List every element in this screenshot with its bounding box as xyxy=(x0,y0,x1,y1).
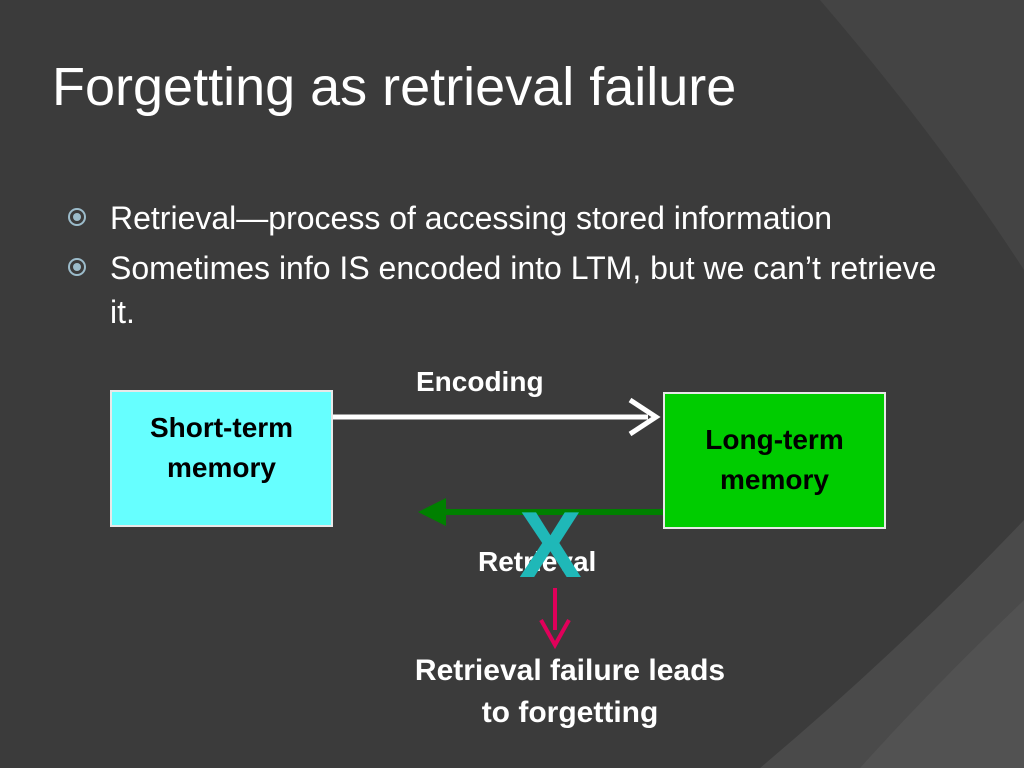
x-mark-icon: X xyxy=(519,492,582,597)
circle-bullet-icon xyxy=(68,208,86,226)
encoding-label: Encoding xyxy=(416,366,544,397)
short-term-memory-box: Short-term memory xyxy=(110,390,333,527)
retrieval-arrow xyxy=(418,498,663,526)
bullet-text: Retrieval—process of accessing stored in… xyxy=(110,200,833,236)
bullet-item: Retrieval—process of accessing stored in… xyxy=(68,196,968,240)
retrieval-failure-text: Retrieval failure leads to forgetting xyxy=(414,654,726,729)
bullet-text: Sometimes info IS encoded into LTM, but … xyxy=(110,250,937,330)
short-term-memory-label: Short-term memory xyxy=(149,411,294,483)
retrieval-label: Retrieval xyxy=(478,546,597,577)
slide-title: Forgetting as retrieval failure xyxy=(52,57,737,117)
bullet-item: Sometimes info IS encoded into LTM, but … xyxy=(68,246,968,334)
failure-arrow xyxy=(539,588,571,650)
bullet-list: Retrieval—process of accessing stored in… xyxy=(68,196,968,340)
circle-bullet-icon xyxy=(68,258,86,276)
encoding-arrow xyxy=(333,397,661,437)
long-term-memory-label: Long-term memory xyxy=(705,423,844,495)
long-term-memory-box: Long-term memory xyxy=(663,392,886,529)
